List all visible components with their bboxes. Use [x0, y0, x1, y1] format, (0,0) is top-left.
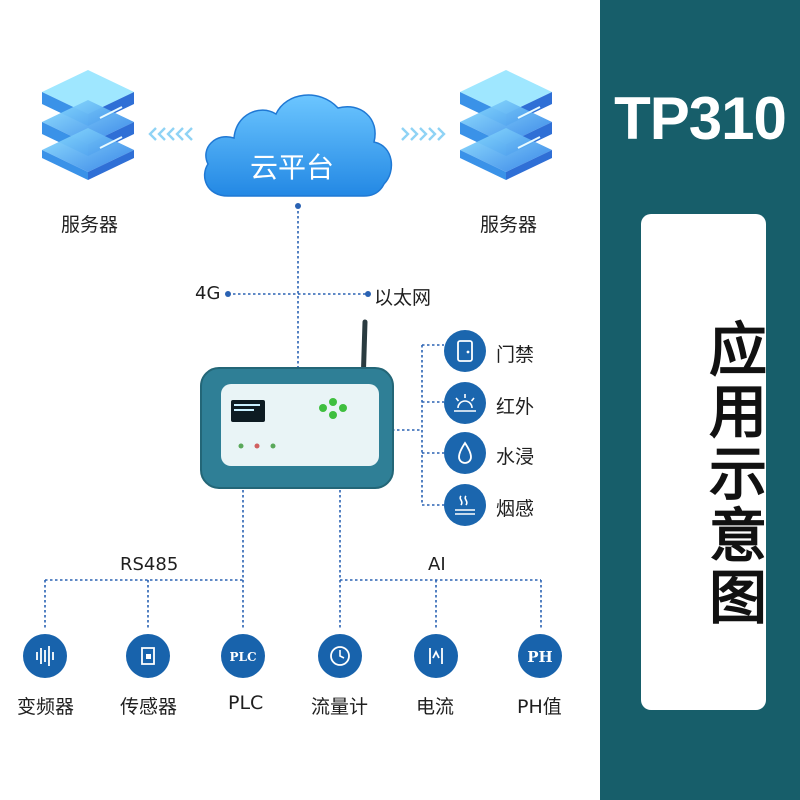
svg-text:PH: PH: [527, 648, 552, 666]
infrared-icon: [444, 382, 486, 424]
connection-lines: [44, 203, 542, 630]
ph-icon: PH: [518, 634, 562, 678]
bottom-item-label: PH值: [517, 696, 562, 718]
server-right-icon: [460, 70, 552, 180]
plc-icon: PLC: [221, 634, 265, 678]
server-left-label: 服务器: [61, 214, 119, 236]
server-left-icon: [42, 70, 134, 180]
right-arrows-icon: [401, 127, 446, 141]
right-item-label: 门禁: [496, 344, 535, 366]
bottom-item-label: 传感器: [120, 696, 178, 718]
water-drop-icon: [444, 432, 486, 474]
door-icon: [444, 330, 486, 372]
title-card: 应用示意图: [641, 214, 767, 710]
link-ethernet-label: 以太网: [374, 287, 432, 309]
diagram-title: 应用示意图: [699, 319, 767, 629]
ai-label: AI: [428, 554, 446, 575]
bottom-item-label: PLC: [228, 692, 264, 714]
right-item-label: 水浸: [496, 446, 535, 468]
inverter-icon: [23, 634, 67, 678]
right-item-label: 烟感: [496, 498, 535, 520]
server-right-label: 服务器: [480, 214, 538, 236]
left-arrows-icon: [148, 127, 193, 141]
bottom-item-label: 流量计: [311, 696, 369, 718]
current-icon: [414, 634, 458, 678]
clock-icon: [318, 634, 362, 678]
bottom-item-label: 电流: [416, 696, 455, 718]
rs485-label: RS485: [120, 554, 179, 575]
cloud-label: 云平台: [250, 151, 335, 184]
sensor-icon: [126, 634, 170, 678]
link-4g-label: 4G: [195, 283, 221, 304]
sidebar: TP310 应用示意图: [600, 0, 800, 800]
device-icon: [200, 319, 394, 489]
right-item-label: 红外: [496, 396, 535, 418]
smoke-icon: [444, 484, 486, 526]
bottom-item-label: 变频器: [17, 696, 75, 718]
svg-text:PLC: PLC: [229, 650, 256, 664]
model-title: TP310: [614, 85, 787, 152]
cloud-icon: [203, 94, 393, 197]
